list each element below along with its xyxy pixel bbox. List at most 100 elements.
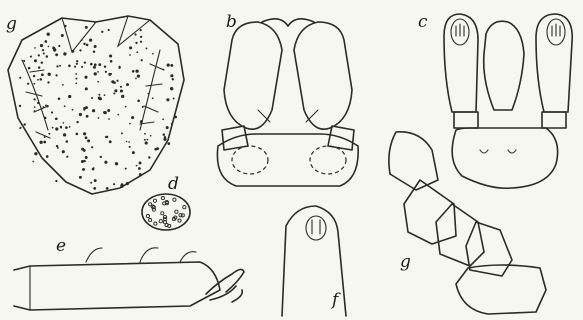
stipple-dot [166,126,169,129]
stipple-dot [38,66,40,68]
stipple-dot [167,142,170,145]
egg-cell [159,220,162,223]
stipple-dot [33,110,35,112]
stipple-dot [135,70,138,73]
stipple-dot [81,160,84,163]
stipple-dot [98,97,101,100]
stipple-dot [53,48,56,51]
stipple-dot [144,133,146,135]
stipple-dot [58,45,60,47]
stipple-dot [91,146,93,148]
stipple-dot [137,74,140,77]
label-figure-c: c [418,14,428,31]
stipple-dot [106,136,109,139]
stipple-dot [170,64,173,67]
stipple-dot [110,60,113,63]
stipple-dot [129,54,131,56]
stipple-dot [33,75,35,77]
stipple-dot [89,39,92,42]
stipple-dot [34,152,37,155]
egg-cell [181,214,184,217]
stipple-dot [111,80,114,83]
stipple-dot [135,42,137,44]
stipple-dot [128,141,130,143]
stipple-dot [81,66,83,68]
stipple-dot [163,69,165,71]
stipple-dot [145,141,148,144]
egg-cell [178,219,181,222]
stipple-dot [75,73,77,75]
egg-cell [146,215,149,218]
stipple-dot [142,106,144,108]
stipple-dot [55,74,57,76]
stipple-dot [55,180,57,182]
egg-cell [175,210,178,213]
stipple-dot [105,71,107,73]
stipple-dot [64,25,66,27]
stipple-dot [44,40,47,43]
figure-b-appendages [217,19,358,186]
stipple-dot [152,97,154,99]
stipple-dot [40,78,43,81]
stipple-dot [104,161,107,164]
stipple-dot [121,95,124,98]
stipple-dot [56,145,58,147]
stipple-dot [140,36,142,38]
stipple-dot [64,105,66,107]
stipple-dot [129,146,131,148]
stipple-dot [79,113,82,116]
stipple-dot [94,72,97,75]
stipple-dot [65,126,68,129]
egg-cell [173,198,176,201]
stipple-dot [140,120,143,123]
stipple-dot [148,156,150,158]
stipple-dot [110,73,112,75]
stipple-dot [20,127,22,129]
stipple-dot [140,41,142,43]
stipple-dot [126,83,129,86]
stipple-dot [23,60,25,62]
stipple-dot [115,162,118,165]
label-figure-g-left: g [6,16,17,33]
stipple-dot [137,100,140,103]
stipple-dot [86,115,89,118]
stipple-dot [63,122,65,124]
stipple-dot [30,56,32,58]
stipple-dot [41,61,43,63]
stipple-dot [79,176,82,179]
egg-cell [161,197,164,200]
stipple-dot [60,127,62,129]
stipple-dot [163,133,166,136]
egg-cell [149,203,152,206]
stipple-dot [32,161,34,163]
stipple-dot [39,141,42,144]
stipple-dot [43,141,46,144]
stipple-dot [101,31,103,33]
stipple-dot [85,26,88,29]
stipple-dot [63,133,66,136]
stipple-dot [136,51,138,53]
stipple-dot [81,39,83,41]
stipple-dot [59,65,61,67]
stipple-dot [62,150,65,153]
stipple-dot [93,66,96,69]
stipple-dot [84,61,86,63]
stipple-dot [71,50,74,53]
stipple-dot [81,148,84,151]
stipple-dot [116,80,118,82]
egg-cell [154,222,157,225]
stipple-dot [66,156,68,158]
stipple-dot [55,53,58,56]
stipple-dot [131,116,134,119]
stipple-dot [63,52,66,55]
stipple-dot [76,60,78,62]
figure-c-appendages [444,14,572,188]
stipple-dot [85,156,88,159]
stipple-dot [98,117,100,119]
stipple-dot [108,118,110,120]
stipple-dot [37,102,39,104]
stipple-dot [92,109,95,112]
egg-cell [153,199,156,202]
stipple-dot [93,167,95,169]
stipple-dot [167,64,170,67]
